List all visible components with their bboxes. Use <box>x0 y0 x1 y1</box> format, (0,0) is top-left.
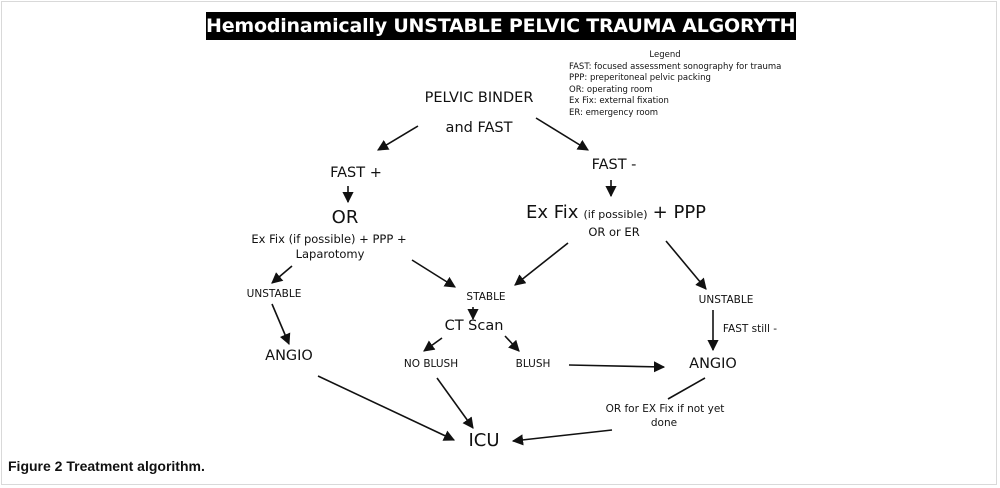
arrow-ct-to-blush <box>504 335 520 352</box>
node-angio-right: ANGIO <box>689 356 737 372</box>
legend-title: Legend <box>649 50 681 60</box>
connector-angio-to-or-exfix <box>667 377 706 400</box>
legend: Legend FAST: focused assessment sonograp… <box>569 50 799 119</box>
node-icu: ICU <box>468 430 500 451</box>
arrow-unstable-left-to-angio <box>271 303 291 346</box>
arrow-left-procedure-to-stable <box>411 259 456 288</box>
arrow-no-blush-to-icu <box>436 377 474 429</box>
node-angio-left: ANGIO <box>265 348 313 364</box>
algorithm-title: Hemodinamically UNSTABLE PELVIC TRAUMA A… <box>206 12 814 40</box>
node-or-exfix-line1: OR for EX Fix if not yet <box>605 403 725 415</box>
node-left-procedure-line1: Ex Fix (if possible) + PPP + <box>251 232 407 246</box>
node-left-procedure-line2: Laparotomy <box>295 247 365 261</box>
figure-caption: Figure 2 Treatment algorithm. <box>8 458 205 474</box>
node-unstable-right: UNSTABLE <box>698 294 754 306</box>
arrow-or-exfix-to-icu <box>511 429 613 446</box>
arrow-blush-to-angio <box>568 361 666 373</box>
node-unstable-left: UNSTABLE <box>246 288 302 300</box>
node-and-fast: and FAST <box>445 120 513 136</box>
node-or-or-er: OR or ER <box>588 225 640 239</box>
arrow-start-to-fast-negative <box>535 117 589 151</box>
arrow-start-to-fast-positive <box>377 125 419 151</box>
arrow-ct-to-no-blush <box>423 337 443 352</box>
legend-item: FAST: focused assessment sonography for … <box>569 61 782 72</box>
node-ex-fix-ppp: Ex Fix (if possible) + PPP <box>526 202 706 223</box>
legend-item: PPP: preperitoneal pelvic packing <box>569 73 711 83</box>
arrow-or-er-to-unstable-right <box>665 240 707 290</box>
node-fast-still-negative: FAST still - <box>722 323 778 335</box>
node-or-exfix-line2: done <box>650 417 678 429</box>
node-stable: STABLE <box>466 291 506 303</box>
node-ct-scan: CT Scan <box>444 318 504 334</box>
node-if-possible-label: (if possible) <box>583 208 648 221</box>
arrow-angio-left-to-icu <box>317 375 456 441</box>
caption-text: Treatment algorithm. <box>66 458 205 474</box>
node-or-left: OR <box>331 207 359 228</box>
arrow-or-er-to-stable <box>514 242 569 286</box>
node-pelvic-binder: PELVIC BINDER <box>424 90 534 106</box>
node-ppp-label: + PPP <box>652 202 707 223</box>
node-fast-negative: FAST - <box>591 157 637 173</box>
node-no-blush: NO BLUSH <box>403 358 459 370</box>
node-ex-fix-label: Ex Fix <box>525 202 579 223</box>
legend-item: OR: operating room <box>569 84 653 95</box>
legend-item: Ex Fix: external fixation <box>569 96 669 106</box>
legend-item: ER: emergency room <box>569 107 659 118</box>
node-blush: BLUSH <box>515 358 551 370</box>
caption-label: Figure 2 <box>8 458 63 474</box>
node-fast-positive: FAST + <box>330 165 382 181</box>
arrow-left-procedure-to-unstable <box>271 265 293 284</box>
